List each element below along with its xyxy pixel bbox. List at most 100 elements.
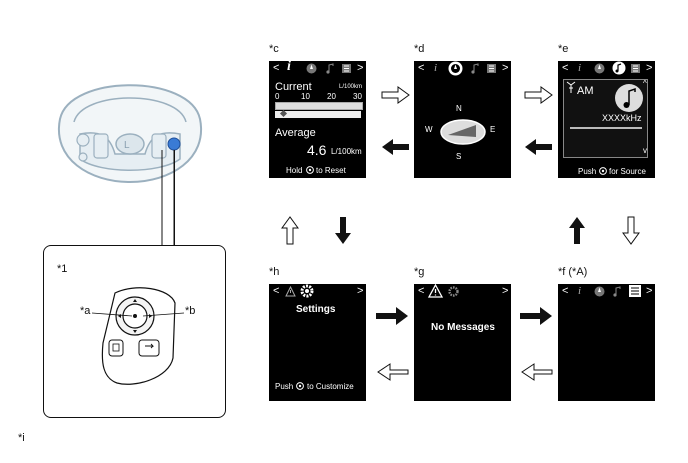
screen-other: < i > [558, 284, 655, 401]
screen-h-tab-bar: < > [269, 284, 366, 300]
label-f: *f (*A) [558, 266, 588, 278]
arrow-d-to-c [382, 139, 409, 155]
nav-left-icon: < [418, 285, 425, 297]
arrow-h-to-g [376, 307, 408, 325]
arrow-f-to-g [521, 363, 553, 381]
steering-wheel-illustration: L [57, 84, 203, 184]
compass-s: S [456, 152, 462, 161]
nav-right-icon: > [357, 285, 364, 297]
radio-band: AM [577, 85, 594, 97]
average-value: 4.6 [307, 142, 327, 158]
average-unit: L/100km [331, 147, 362, 156]
arrow-e-to-f [622, 216, 640, 245]
warning-tab-icon [285, 285, 296, 297]
nav-right-icon: > [357, 62, 364, 74]
label-d: *d [414, 43, 425, 55]
enter-button-icon [296, 382, 304, 390]
current-unit: L/100km [339, 84, 363, 90]
label-c: *c [269, 43, 279, 55]
tick-30: 30 [353, 92, 362, 101]
compass-dial-icon [440, 119, 486, 145]
screen-audio: < i > AM XXXXkHz ^ v Push for Source [558, 61, 655, 178]
gear-tab-icon [448, 286, 459, 297]
detail-box [43, 245, 226, 418]
label-e: *e [558, 43, 569, 55]
label-g: *g [414, 266, 425, 278]
music-tab-icon [612, 61, 626, 75]
compass-tab-icon [594, 286, 605, 297]
arrow-c-to-d [381, 86, 410, 104]
hold-text-after: to Reset [316, 166, 346, 175]
compass-w: W [425, 125, 433, 134]
average-label: Average [275, 127, 316, 139]
music-tab-icon [471, 63, 479, 74]
nav-right-icon: > [502, 62, 509, 74]
arrow-g-to-h [377, 363, 409, 381]
arrow-g-to-f [520, 307, 552, 325]
label-1: *1 [57, 263, 68, 275]
nav-left-icon: < [273, 285, 280, 297]
push-text-after: for Source [609, 167, 646, 176]
svg-text:L: L [124, 140, 130, 151]
info-icon: i [578, 62, 582, 74]
nav-left-icon: < [562, 62, 569, 74]
current-label: Current [275, 81, 312, 93]
arrow-d-to-e [524, 86, 553, 104]
radio-antenna-icon [566, 81, 576, 93]
consumption-bar [275, 102, 363, 110]
screen-d-tab-bar: < i > [414, 61, 511, 77]
compass-tab-icon [448, 61, 463, 76]
nav-right-icon: > [646, 62, 653, 74]
arrow-c-to-h [335, 217, 351, 244]
tick-10: 10 [301, 92, 310, 101]
nav-left-icon: < [562, 285, 569, 297]
screen-compass: < i > N W E S [414, 61, 511, 178]
screen-fuel-consumption: < i > Current L/100km 0 10 20 30 Average… [269, 61, 366, 178]
music-tab-icon [326, 63, 334, 74]
nav-left-icon: < [273, 62, 280, 74]
music-tab-icon [613, 286, 621, 297]
label-a: *a [80, 305, 91, 317]
screen-settings: < > Settings Push to Customize [269, 284, 366, 401]
warning-tab-icon [427, 284, 444, 298]
nav-right-icon: > [502, 285, 509, 297]
arrow-h-to-c [281, 216, 299, 245]
label-i: *i [18, 432, 25, 444]
radio-frequency: XXXXkHz [602, 113, 642, 123]
settings-title: Settings [296, 304, 336, 315]
info-icon: i [287, 61, 291, 74]
screen-f-tab-bar: < i > [558, 284, 655, 300]
compass-n: N [456, 104, 462, 113]
phone-tab-icon [631, 64, 640, 73]
phone-tab-icon [487, 64, 496, 73]
arrow-f-to-e [569, 217, 585, 244]
phone-tab-icon [342, 64, 351, 73]
nav-right-icon: > [646, 285, 653, 297]
push-text-after: to Customize [307, 382, 354, 391]
no-messages-title: No Messages [431, 322, 495, 333]
push-text-before: Push [275, 382, 294, 391]
screen-c-tab-bar: < i > [269, 61, 366, 77]
compass-e: E [490, 125, 496, 134]
info-icon: i [434, 62, 438, 74]
compass-tab-icon [594, 63, 605, 74]
steering-switch-detail [101, 287, 176, 385]
consumption-scale [275, 111, 361, 118]
gear-tab-icon [300, 284, 314, 298]
screen-g-tab-bar: < > [414, 284, 511, 300]
phone-tab-icon [629, 285, 641, 297]
screen-e-tab-bar: < i > [558, 61, 655, 77]
arrow-e-to-d [525, 139, 552, 155]
tick-0: 0 [275, 92, 280, 101]
music-note-icon [615, 84, 643, 112]
info-icon: i [578, 285, 582, 297]
hold-text-before: Hold [286, 166, 303, 175]
push-text-before: Push [578, 167, 597, 176]
enter-button-icon [599, 167, 607, 175]
compass-tab-icon [306, 63, 317, 74]
enter-button-icon [306, 166, 314, 174]
radio-tuner-line [570, 127, 642, 129]
nav-left-icon: < [418, 62, 425, 74]
scroll-down-icon: v [643, 146, 647, 155]
